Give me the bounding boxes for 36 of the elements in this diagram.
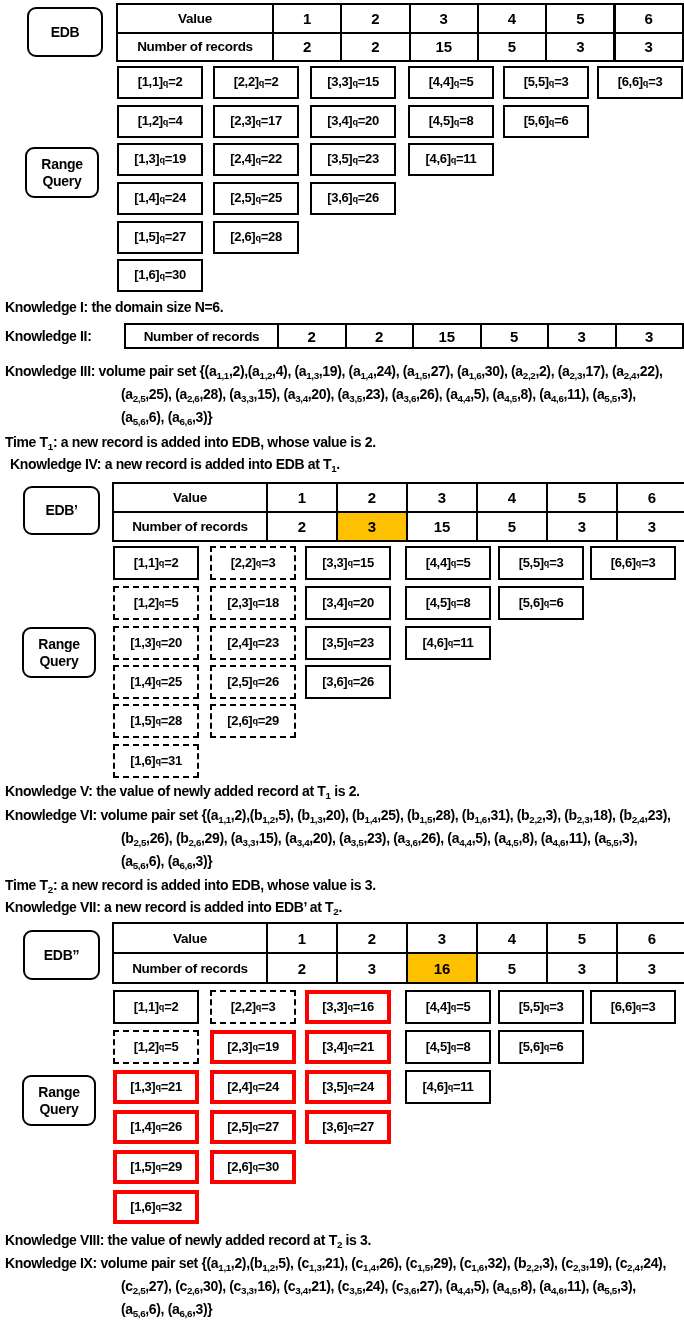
table-cell: 5 <box>545 3 616 34</box>
knowledge-text: Knowledge V: the value of newly added record at T$_{1}$ is 2. <box>5 782 361 803</box>
table-cell: 2 <box>277 323 347 349</box>
table-cell: 15 <box>412 323 482 349</box>
rounded-label-box: Range Query <box>22 627 96 678</box>
table-cell: 3 <box>545 31 616 62</box>
table-header-cell: Number of records <box>112 511 268 542</box>
knowledge-text: Knowledge VIII: the value of newly added record at T$_{2}$ is 3. <box>5 1231 372 1252</box>
knowledge-text: Time T$_{2}$: a new record is added into EDB, whose value is 3. <box>5 876 377 897</box>
table-cell: 2 <box>344 323 414 349</box>
table-cell: 3 <box>613 31 684 62</box>
rounded-label-box: EDB’ <box>23 486 100 535</box>
knowledge-text: Time T$_{1}$: a new record is added into EDB, whose value is 2. <box>5 433 377 454</box>
table-cell: 5 <box>479 323 549 349</box>
table-cell: 6 <box>613 3 684 34</box>
knowledge-text: Knowledge VI: volume pair set {(a$_{1,1}$,2),(b$_{1,2}$,5), (b$_{1,3}$,20), (b$_{1,4}$,25), (b$_{1,5}$,28), (b$_{1,6}$,31), (b$_{2,2}$,3), (b$_{2,3}$,18), (b$_{2,4}$,23), (b$_{2,5}$,26), (b$_{2,6}$,29), (a$_{3,3}$,15), (a$_{3,4}$,20), (a$_{3,5}$,23), (a$_{3,6}$,26), (a$_{4,4}$,5), (a$_{4,5}$,8), (a$_{4,6}$,11), (a$_{5,5}$,3), (a$_{5,6}$,6), (a$_{6,6}$,3)} <box>5 806 672 873</box>
knowledge-text: Knowledge I: the domain size N=6. <box>5 298 225 317</box>
rounded-label-box: EDB’’ <box>23 930 100 980</box>
table-header-cell: Value <box>112 482 268 513</box>
rounded-label-box: EDB <box>27 7 103 57</box>
table-header-cell: Value <box>116 3 274 34</box>
table-header-cell: Number of records <box>124 323 279 349</box>
highlighted-table-cell: 16 <box>406 952 478 984</box>
knowledge-text: Knowledge IX: volume pair set {(a$_{1,1}$,2),(b$_{1,2}$,5), (c$_{1,3}$,21), (c$_{1,4}$,26), (c$_{1,5}$,29), (c$_{1,6}$,32), (b$_{2,2}$,3), (c$_{2,3}$,19), (c$_{2,4}$,24), (c$_{2,5}$,27), (c$_{2,6}$,30), (c$_{3,3}$,16), (c$_{3,4}$,21), (c$_{3,5}$,24), (c$_{3,6}$,27), (a$_{4,4}$,5), (a$_{4,5}$,8), (a$_{4,6}$,11), (a$_{5,5}$,3), (a$_{5,6}$,6), (a$_{6,6}$,3)} <box>5 1254 667 1321</box>
table-cell: 3 <box>614 323 684 349</box>
table-cell: 3 <box>547 323 617 349</box>
knowledge-text: Knowledge IV: a new record is added into EDB at T$_{1}$. <box>10 455 341 476</box>
rounded-label-box: Range Query <box>22 1075 96 1126</box>
knowledge-text: Knowledge VII: a new record is added into EDB’ at T$_{2}$. <box>5 898 343 919</box>
table-header-cell: Number of records <box>116 31 274 62</box>
rounded-label-box: Range Query <box>25 147 99 198</box>
highlighted-table-cell: 3 <box>336 511 408 542</box>
knowledge-text: Knowledge II: <box>5 327 93 346</box>
table-header-cell: Value <box>112 922 268 954</box>
knowledge-text: Knowledge III: volume pair set {(a$_{1,1}$,2),(a$_{1,2}$,4), (a$_{1,3}$,19), (a$_{1,4}$,24), (a$_{1,5}$,27), (a$_{1,6}$,30), (a$_{2,2}$,2), (a$_{2,3}$,17), (a$_{2,4}$,22), (a$_{2,5}$,25), (a$_{2,6}$,28), (a$_{3,3}$,15), (a$_{3,4}$,20), (a$_{3,5}$,23), (a$_{3,6}$,26), (a$_{4,4}$,5), (a$_{4,5}$,8), (a$_{4,6}$,11), (a$_{5,5}$,3), (a$_{5,6}$,6), (a$_{6,6}$,3)} <box>5 362 664 429</box>
table-header-cell: Number of records <box>112 952 268 984</box>
